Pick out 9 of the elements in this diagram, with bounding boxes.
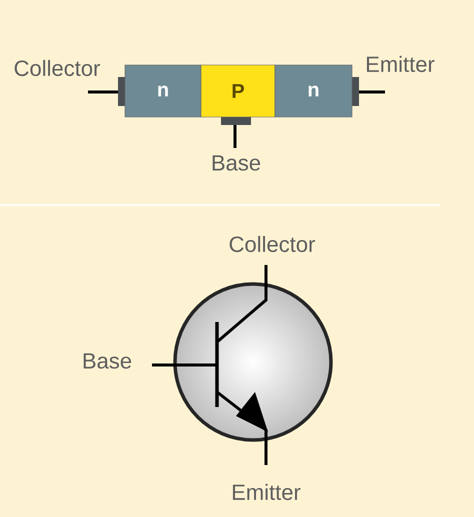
terminal-label: Base — [84, 353, 132, 369]
terminal-label: Emitter — [232, 484, 300, 500]
terminal-label: Collector — [230, 236, 316, 252]
semiconductor-band: n — [124, 64, 202, 118]
semiconductor-band: P — [200, 64, 276, 118]
terminal-label: Base — [212, 155, 260, 171]
terminal-label: Emitter — [366, 56, 434, 72]
terminal-label: Collector — [14, 60, 100, 76]
semiconductor-band: n — [274, 64, 352, 118]
